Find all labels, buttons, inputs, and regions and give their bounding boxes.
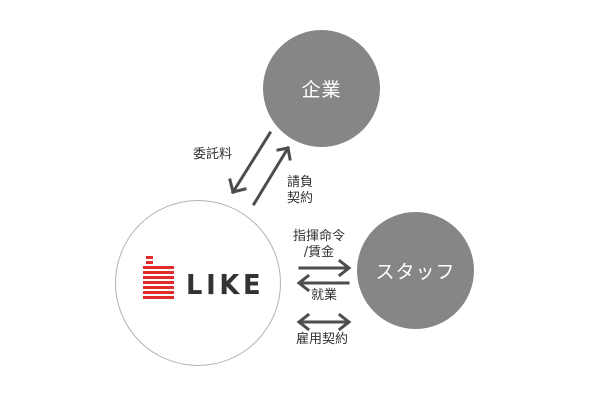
direction-wage-label-line2: /賃金 <box>303 245 335 260</box>
commission-arrowhead <box>228 178 247 194</box>
staff-node: スタッフ <box>357 212 474 329</box>
company-node: 企業 <box>263 30 380 147</box>
like-node <box>115 200 281 366</box>
direction-wage-label: 指揮命令 /賃金 <box>289 229 349 261</box>
contract-arrowhead <box>276 146 292 161</box>
company-label: 企業 <box>301 79 342 101</box>
contract-arrow <box>251 145 291 207</box>
employment-contract-label: 雇用契約 <box>296 332 349 347</box>
direction-wage-arrowhead-right <box>337 258 352 278</box>
work-label: 就業 <box>311 288 338 303</box>
commission-label: 委託料 <box>193 147 233 162</box>
contract-label-line1: 請負 <box>286 175 313 190</box>
contract-label-line2: 契約 <box>286 191 313 206</box>
direction-wage-label-line1: 指揮命令 <box>292 229 345 244</box>
commission-arrow <box>230 130 273 195</box>
like-wordmark: LIKE <box>186 268 265 301</box>
like-thumbs-up-logo-icon <box>143 256 174 299</box>
work-arrowhead <box>296 273 311 293</box>
staff-label: スタッフ <box>375 261 456 283</box>
contract-label: 請負 契約 <box>278 175 322 207</box>
employment-arrowhead-right <box>337 312 352 332</box>
employment-arrowhead-left <box>296 312 311 332</box>
